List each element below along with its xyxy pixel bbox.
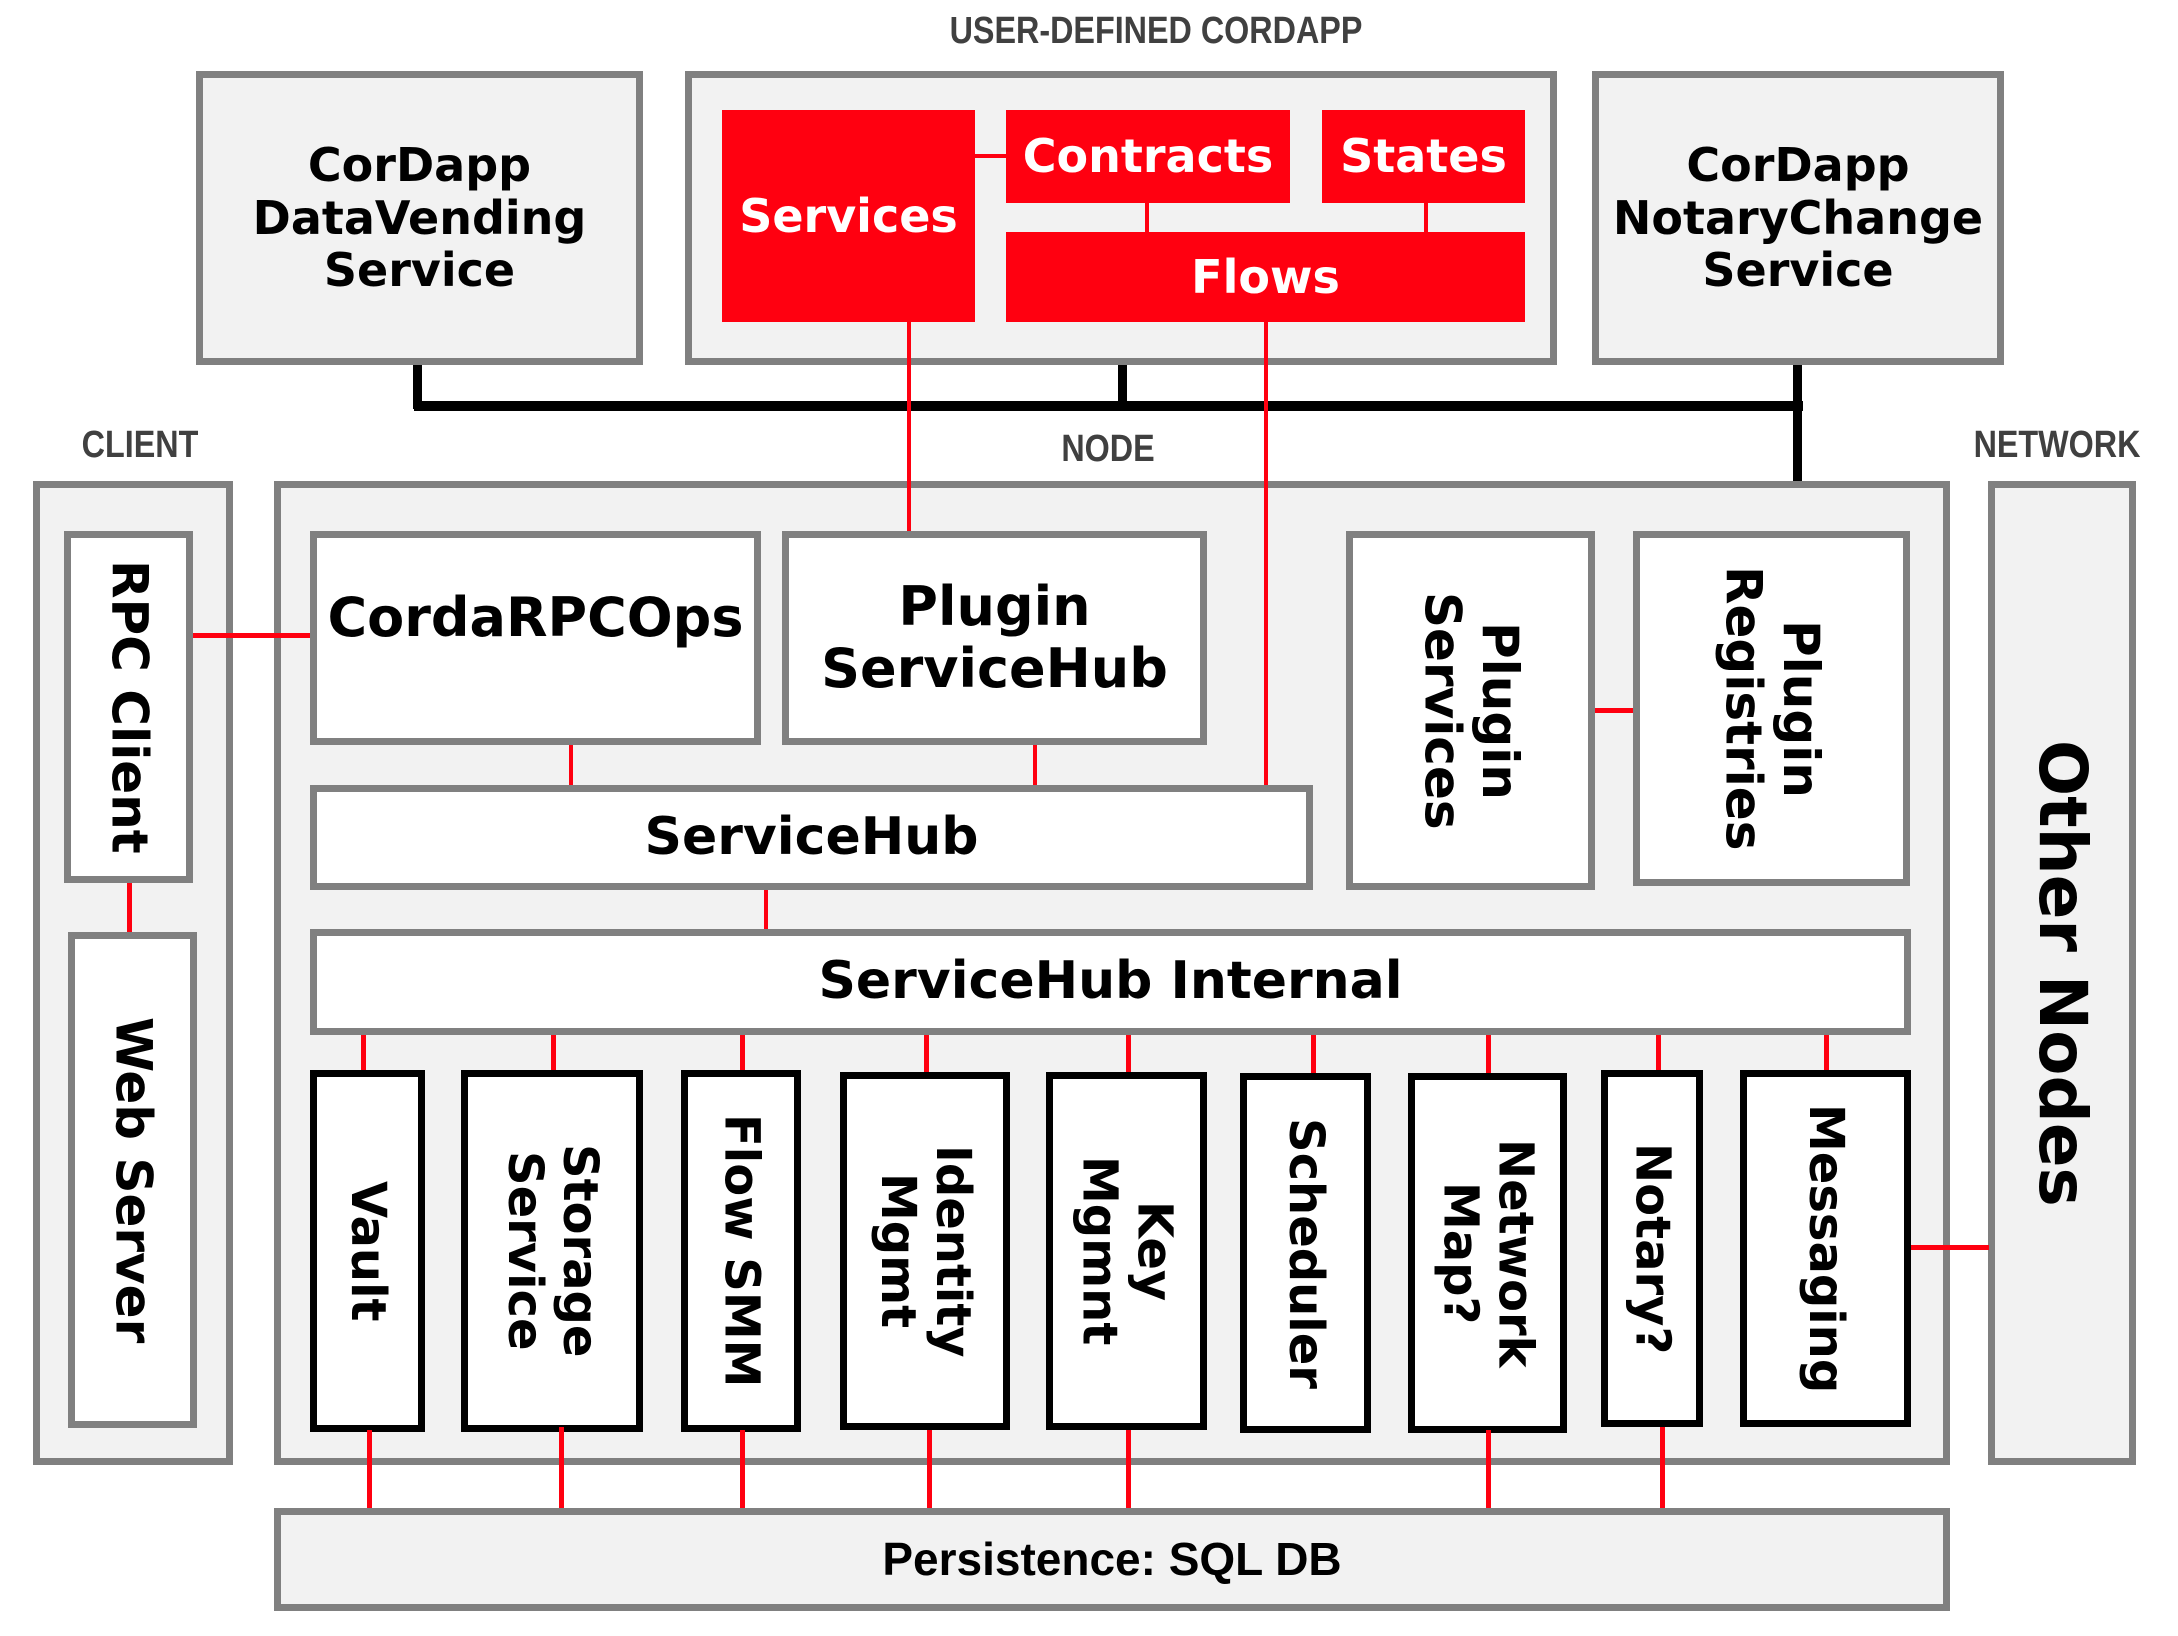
plugin-servicehub-label: Plugin ServiceHub (821, 574, 1168, 700)
bus-line-horizontal (414, 401, 1803, 411)
servicehub-label: ServiceHub (644, 806, 979, 867)
web-server-label: Web Server (104, 1016, 163, 1344)
web-server-box[interactable]: Web Server (68, 932, 197, 1428)
connector-internal-networkmap (1486, 1035, 1491, 1073)
connector-identity-persistence (927, 1430, 932, 1510)
messaging-label: Messaging (1798, 1103, 1855, 1394)
rpc-client-label: RPC Client (100, 560, 159, 854)
bus-drop-notarychange (1793, 365, 1802, 485)
connector-internal-storage (551, 1035, 556, 1073)
servicehub-internal-label: ServiceHub Internal (818, 951, 1403, 1012)
corda-rpc-ops-box[interactable]: CordaRPCOps (310, 531, 761, 745)
bus-drop-datavending (413, 365, 422, 409)
connector-states-flows (1424, 203, 1428, 233)
flow-smm-box[interactable]: Flow SMM (681, 1070, 801, 1432)
section-label-network: NETWORK (1973, 423, 2141, 466)
connector-flowsmm-persistence (740, 1430, 745, 1510)
connector-networkmap-persistence (1486, 1430, 1491, 1510)
plugin-services-box[interactable]: Plugin Services (1346, 531, 1595, 890)
contracts-block[interactable]: Contracts (1006, 110, 1290, 203)
scheduler-label: Scheduler (1278, 1117, 1335, 1389)
connector-cordarpcops-servicehub (569, 745, 573, 785)
cordapp-datavending-label: CorDapp DataVending Service (252, 137, 587, 298)
notary-label: Notary? (1624, 1142, 1681, 1355)
contracts-label: Contracts (1022, 129, 1274, 184)
network-map-label: Network Map? (1432, 1138, 1544, 1368)
connector-internal-notary (1656, 1035, 1661, 1073)
connector-internal-messaging (1824, 1035, 1829, 1073)
connector-rpcclient-cordarpcops (193, 633, 311, 638)
persistence-sql-db-box[interactable]: Persistence: SQL DB (274, 1508, 1950, 1611)
vault-box[interactable]: Vault (310, 1070, 425, 1432)
connector-key-persistence (1126, 1430, 1131, 1510)
cordapp-datavending-box[interactable]: CorDapp DataVending Service (196, 71, 643, 365)
scheduler-box[interactable]: Scheduler (1240, 1073, 1371, 1433)
network-map-box[interactable]: Network Map? (1408, 1073, 1567, 1433)
corda-rpc-ops-label: CordaRPCOps (327, 585, 744, 649)
vault-label: Vault (340, 1180, 397, 1322)
connector-internal-scheduler (1311, 1035, 1316, 1073)
connector-internal-identity (924, 1035, 929, 1073)
cordapp-notarychange-label: CorDapp NotaryChange Service (1612, 137, 1984, 298)
connector-internal-flowsmm (740, 1035, 745, 1073)
flow-smm-label: Flow SMM (713, 1114, 770, 1388)
section-label-node: NODE (1061, 427, 1155, 470)
connector-notary-persistence (1660, 1427, 1665, 1509)
persistence-label: Persistence: SQL DB (882, 1533, 1342, 1586)
states-block[interactable]: States (1322, 110, 1525, 203)
flows-block[interactable]: Flows (1006, 232, 1525, 322)
connector-services-contracts (975, 154, 1007, 158)
connector-contracts-flows (1145, 203, 1149, 233)
flows-label: Flows (1191, 249, 1340, 304)
servicehub-box[interactable]: ServiceHub (310, 785, 1313, 890)
storage-service-label: Storage Service (497, 1144, 609, 1358)
rpc-client-box[interactable]: RPC Client (64, 531, 193, 883)
plugin-registries-label: Plugin Registries (1714, 566, 1831, 851)
key-mgmnt-label: Key Mgmnt (1071, 1156, 1183, 1346)
messaging-box[interactable]: Messaging (1740, 1070, 1911, 1427)
connector-flows-servicehub (1264, 322, 1268, 786)
key-mgmnt-box[interactable]: Key Mgmnt (1046, 1072, 1207, 1430)
identity-mgmt-label: Identity Mgmt (870, 1144, 982, 1358)
connector-messaging-othernodes (1911, 1245, 1989, 1250)
cordapp-notarychange-box[interactable]: CorDapp NotaryChange Service (1592, 71, 2004, 365)
other-nodes-label: Other Nodes (2023, 739, 2101, 1207)
connector-pluginservicehub-servicehub (1033, 745, 1037, 785)
states-label: States (1340, 129, 1507, 184)
servicehub-internal-box[interactable]: ServiceHub Internal (310, 929, 1911, 1035)
section-label-user-defined-cordapp: USER-DEFINED CORDAPP (949, 9, 1363, 52)
connector-storage-persistence (559, 1427, 564, 1509)
section-label-client: CLIENT (81, 423, 199, 466)
services-label: Services (739, 188, 958, 243)
connector-internal-key (1126, 1035, 1131, 1073)
connector-services-pluginservicehub (907, 322, 911, 532)
connector-internal-vault (361, 1035, 366, 1073)
storage-service-box[interactable]: Storage Service (461, 1070, 643, 1432)
plugin-registries-box[interactable]: Plugin Registries (1633, 531, 1910, 886)
bus-drop-user-cordapp (1118, 365, 1127, 409)
connector-vault-persistence (367, 1430, 372, 1510)
connector-pluginservices-pluginregistries (1595, 708, 1633, 713)
connector-servicehub-internal (764, 890, 768, 930)
connector-rpcclient-webserver (127, 883, 132, 933)
services-block[interactable]: Services (722, 110, 975, 322)
identity-mgmt-box[interactable]: Identity Mgmt (840, 1072, 1010, 1430)
notary-box[interactable]: Notary? (1601, 1070, 1703, 1427)
plugin-services-label: Plugin Services (1413, 591, 1530, 830)
network-other-nodes-box[interactable]: Other Nodes (1988, 481, 2136, 1465)
plugin-servicehub-box[interactable]: Plugin ServiceHub (782, 531, 1207, 745)
